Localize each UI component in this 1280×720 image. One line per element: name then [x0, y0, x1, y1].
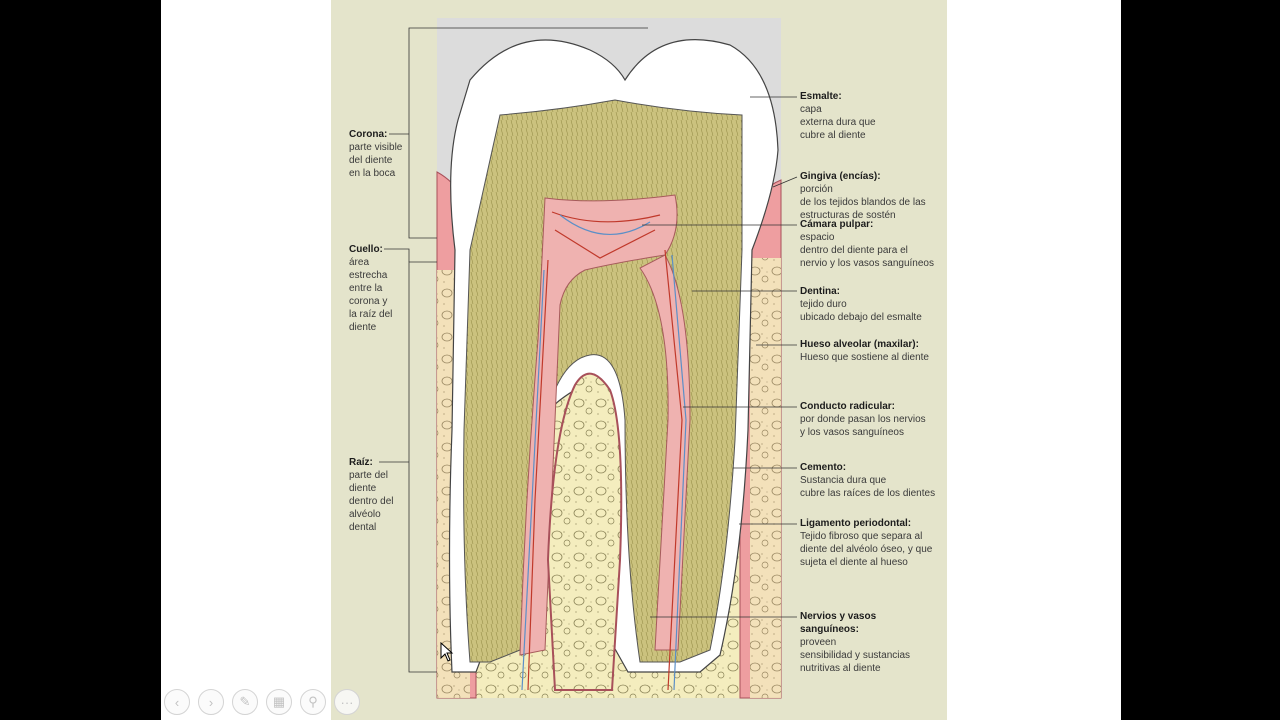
crown-bracket: [408, 27, 648, 239]
root-canal-right: [639, 254, 691, 651]
label-conducto-title: Conducto radicular:: [800, 401, 896, 412]
label-camara: Cámara pulpar: espacio dentro del diente…: [800, 218, 934, 270]
label-hueso-title: Hueso alveolar (maxilar):: [800, 339, 919, 350]
label-dentina-desc: tejido duro ubicado debajo del esmalte: [800, 299, 922, 323]
label-cuello-title: Cuello:: [349, 244, 383, 255]
label-corona: Corona: parte visible del diente en la b…: [349, 128, 402, 180]
label-corona-desc: parte visible del diente en la boca: [349, 142, 403, 179]
zoom-icon[interactable]: ⚲: [300, 689, 326, 715]
slides-icon[interactable]: ▦: [266, 689, 292, 715]
label-esmalte: Esmalte: capa externa dura que cubre al …: [800, 90, 876, 142]
interradicular-bone: [546, 372, 623, 691]
label-dentina-title: Dentina:: [800, 286, 840, 297]
chevron-left-icon[interactable]: ‹: [164, 689, 190, 715]
blood-vessels-blue: [521, 214, 687, 691]
label-raiz-title: Raíz:: [349, 457, 373, 468]
mouse-cursor-icon: [440, 642, 454, 662]
label-ligamento-title: Ligamento periodontal:: [800, 518, 912, 529]
label-cuello: Cuello: área estrecha entre la corona y …: [349, 243, 392, 334]
label-nervios: Nervios y vasos sanguíneos: proveen sens…: [800, 610, 910, 675]
label-corona-title: Corona:: [349, 129, 388, 140]
right-leader-lines: [642, 96, 798, 618]
label-ligamento-desc: Tejido fibroso que separa al diente del …: [800, 531, 933, 568]
bone-right: [750, 258, 781, 698]
label-cuello-desc: área estrecha entre la corona y la raíz …: [349, 257, 393, 333]
label-cemento-title: Cemento:: [800, 462, 847, 473]
label-raiz-desc: parte del diente dentro del alvéolo dent…: [349, 470, 394, 533]
neck-leader: [384, 248, 410, 262]
presentation-toolbar: ‹ › ✎ ▦ ⚲ ···: [164, 688, 360, 716]
label-gingiva: Gingiva (encías): porción de los tejidos…: [800, 170, 926, 222]
label-esmalte-title: Esmalte:: [800, 91, 842, 102]
more-icon[interactable]: ···: [334, 689, 360, 715]
label-hueso-desc: Hueso que sostiene al diente: [800, 352, 929, 363]
root-bracket: [408, 261, 437, 673]
label-raiz: Raíz: parte del diente dentro del alvéol…: [349, 456, 393, 534]
label-dentina: Dentina: tejido duro ubicado debajo del …: [800, 285, 922, 324]
label-gingiva-title: Gingiva (encías):: [800, 171, 881, 182]
label-cemento: Cemento: Sustancia dura que cubre las ra…: [800, 461, 935, 500]
label-conducto-desc: por donde pasan los nervios y los vasos …: [800, 414, 926, 438]
label-camara-title: Cámara pulpar:: [800, 219, 874, 230]
pen-icon[interactable]: ✎: [232, 689, 258, 715]
label-camara-desc: espacio dentro del diente para el nervio…: [800, 232, 934, 269]
label-cemento-desc: Sustancia dura que cubre las raíces de l…: [800, 475, 936, 499]
chevron-right-icon[interactable]: ›: [198, 689, 224, 715]
label-nervios-title: Nervios y vasos sanguíneos:: [800, 611, 877, 635]
label-esmalte-desc: capa externa dura que cubre al diente: [800, 104, 876, 141]
label-ligamento: Ligamento periodontal: Tejido fibroso qu…: [800, 517, 932, 569]
label-nervios-desc: proveen sensibilidad y sustancias nutrit…: [800, 637, 911, 674]
pulp-chamber-left: [519, 194, 678, 656]
label-hueso: Hueso alveolar (maxilar): Hueso que sost…: [800, 338, 929, 364]
label-conducto: Conducto radicular: por donde pasan los …: [800, 400, 926, 439]
blood-vessels-red: [527, 211, 683, 691]
label-gingiva-desc: porción de los tejidos blandos de las es…: [800, 184, 926, 221]
